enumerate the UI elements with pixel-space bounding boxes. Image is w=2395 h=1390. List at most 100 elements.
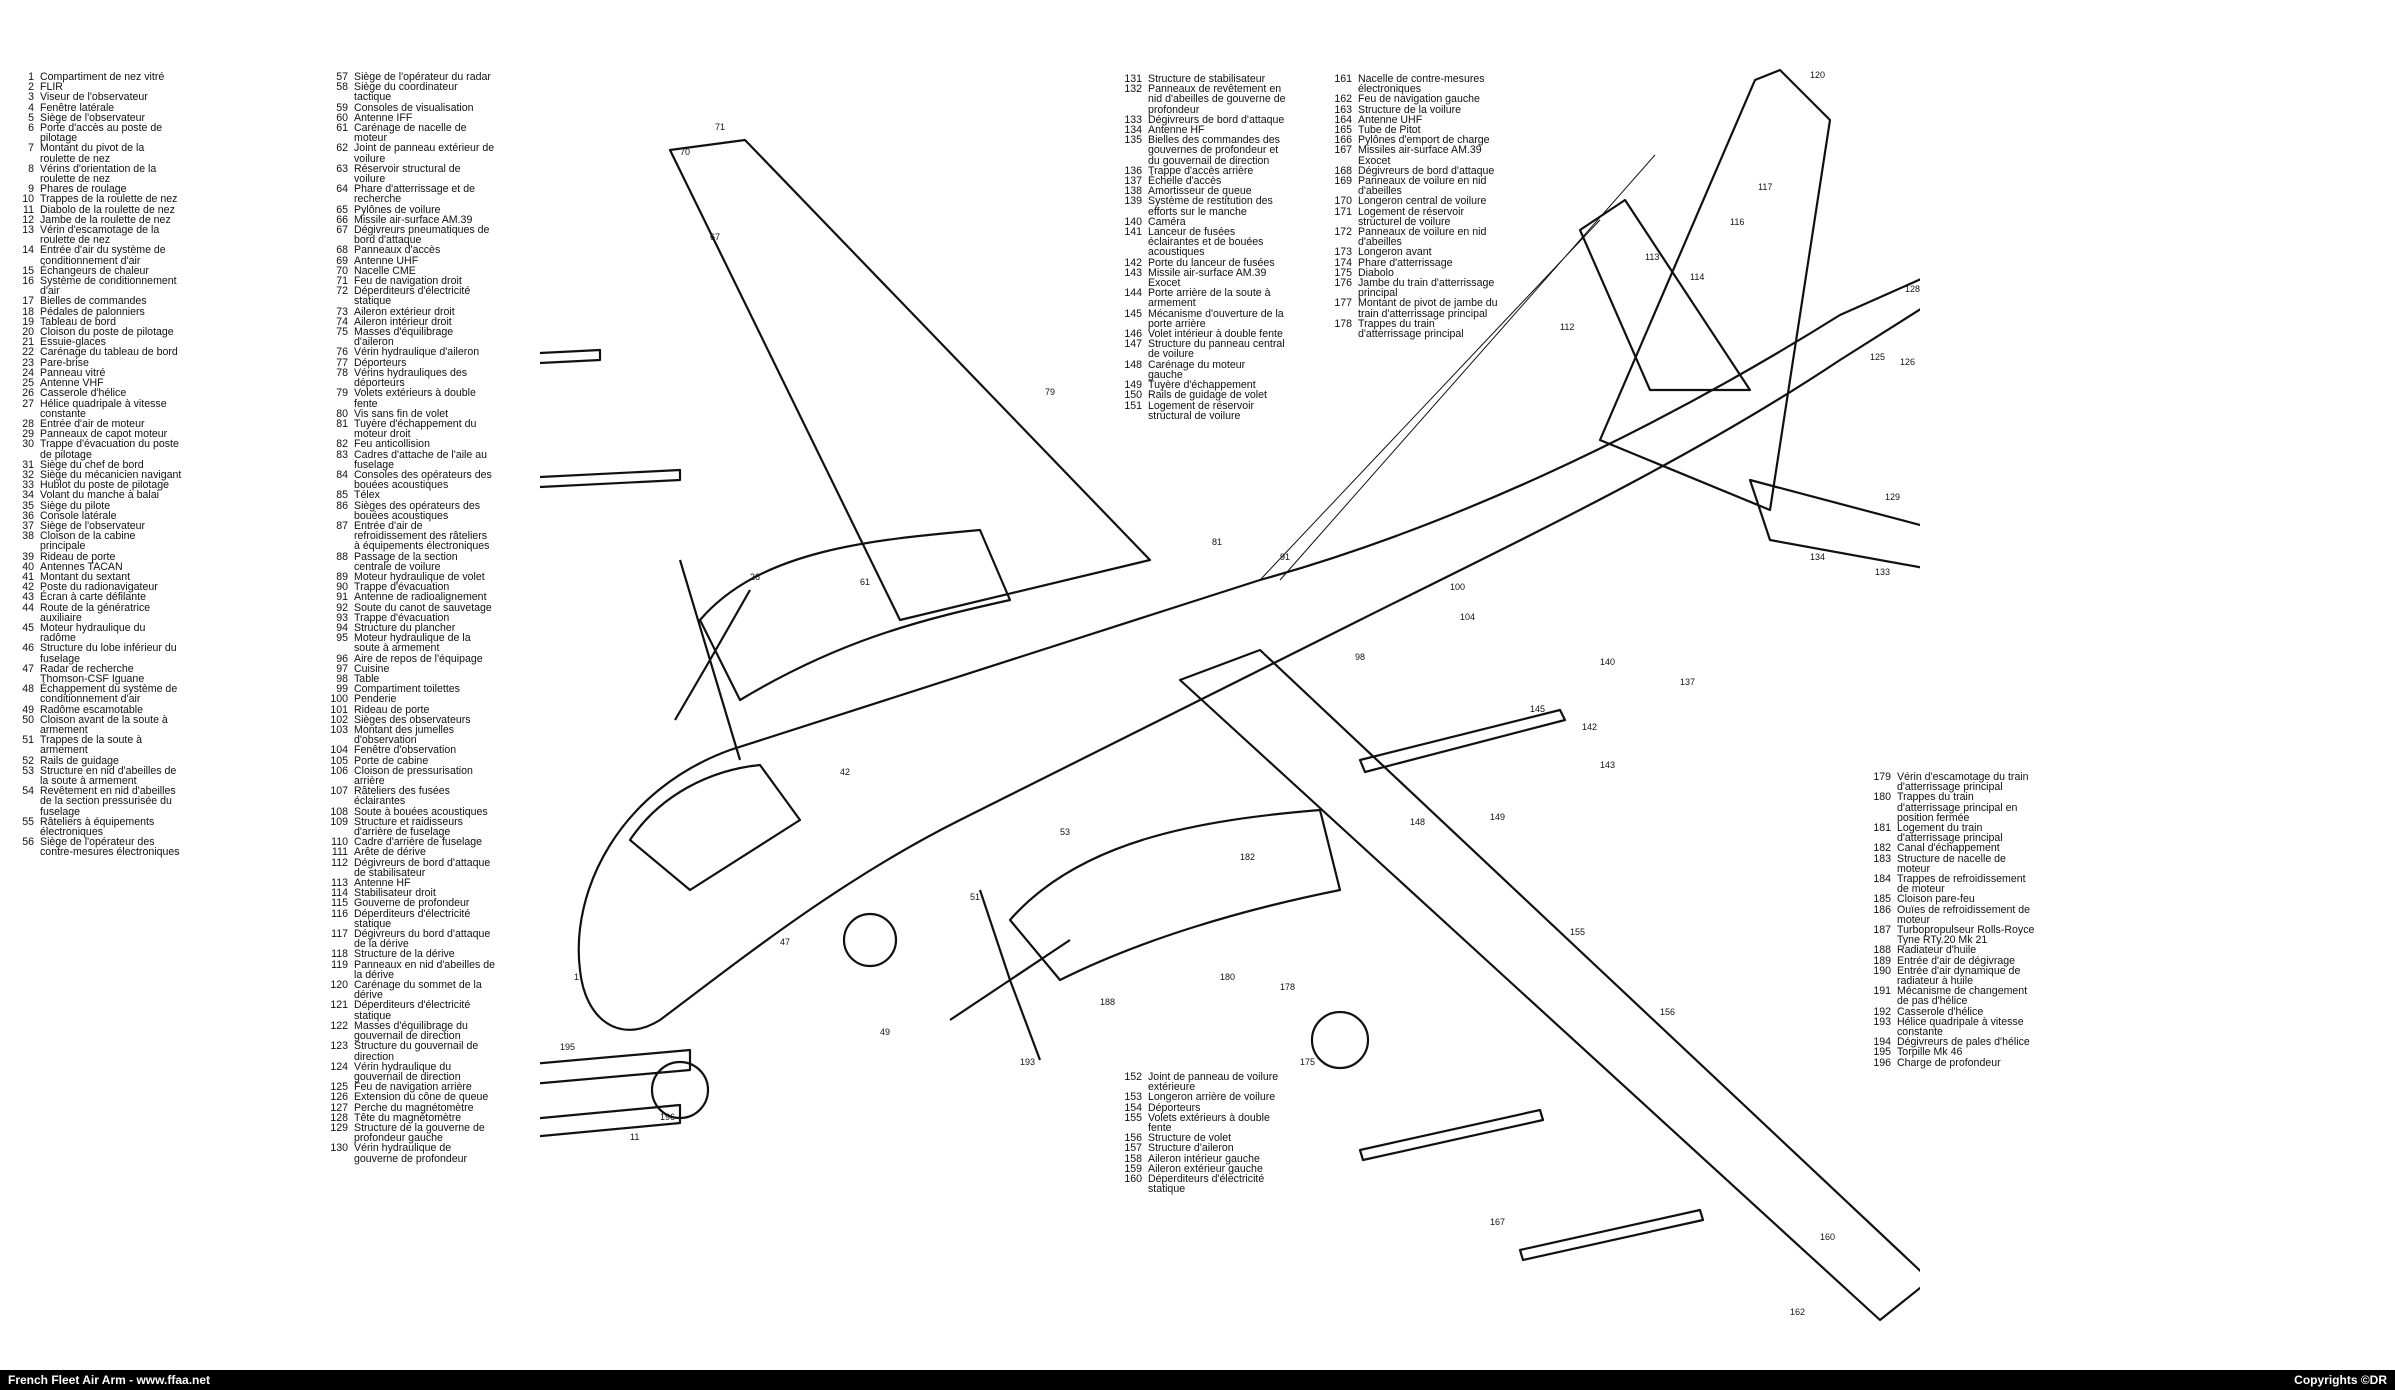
legend-item-number: 42 [22, 581, 34, 594]
legend-item-label: Antenne de radioalignement [354, 591, 487, 604]
legend-item-number: 55 [22, 815, 34, 828]
callout-104: 104 [1460, 612, 1475, 622]
legend-item-number: 21 [22, 336, 34, 349]
legend-item-label: Entrée d'air du système de conditionneme… [40, 244, 166, 267]
callout-149: 149 [1490, 812, 1505, 822]
legend-item-number: 71 [336, 275, 348, 288]
legend-item-label: Feu de navigation gauche [1358, 93, 1480, 106]
callout-42: 42 [840, 767, 850, 777]
legend-item-label: Torpille Mk 46 [1897, 1046, 1963, 1059]
legend-item-number: 86 [336, 499, 348, 512]
legend-item-label: Diabolo de la roulette de nez [40, 203, 175, 216]
legend-item-number: 2 [28, 81, 34, 94]
legend-item-label: Lanceur de fusées éclairantes et de boué… [1148, 226, 1264, 259]
legend-item-label: Dégivreurs de bord d'attaque de stabilis… [354, 856, 491, 879]
legend-item-label: Structure de la gouverne de profondeur g… [354, 1121, 485, 1145]
legend-item-number: 108 [330, 805, 348, 818]
legend-item-number: 128 [330, 1111, 348, 1124]
legend-item-number: 158 [1124, 1152, 1142, 1165]
legend-item-number: 110 [331, 836, 348, 849]
legend-item-label: Carénage du sommet de la dérive [354, 979, 482, 1002]
callout-81: 81 [1212, 537, 1222, 547]
legend-item-number: 154 [1124, 1101, 1142, 1114]
legend-item-label: Cloison de la cabine principale [40, 530, 136, 553]
legend-item-label: Cadres d'attache de l'aile au fuselage [354, 448, 488, 471]
callout-51: 51 [970, 892, 980, 902]
legend-item-number: 25 [22, 377, 34, 390]
callout-47: 47 [780, 937, 790, 947]
legend-item-number: 167 [1334, 144, 1352, 157]
legend-item-label: Porte du lanceur de fusées [1148, 256, 1275, 269]
missile-right-wing-1 [540, 348, 602, 365]
legend-item-label: Jambe du train d'atterrissage principal [1358, 277, 1495, 300]
legend-item-number: 52 [22, 754, 34, 767]
legend-item-label: Cloison pare-feu [1897, 893, 1975, 906]
legend-item-number: 68 [336, 244, 348, 257]
legend-item-number: 145 [1124, 307, 1142, 320]
legend-item-label: Ouïes de refroidissement de moteur [1897, 903, 2031, 926]
legend-item-label: Aileron intérieur droit [354, 315, 452, 328]
legend-item-number: 117 [331, 928, 348, 941]
callout-134: 134 [1810, 552, 1825, 562]
legend-item-number: 1 [28, 71, 34, 83]
legend-item-number: 129 [330, 1121, 348, 1134]
legend-item-label: Fenêtre d'observation [354, 744, 457, 757]
legend-item-label: Trappes du train d'atterrissage principa… [1897, 791, 2018, 824]
legend-item-label: Tuyère d'échappement du moteur droit [354, 417, 477, 441]
legend-item-number: 88 [336, 550, 348, 563]
legend-item-label: Structure de la dérive [354, 948, 455, 961]
legend-item-number: 173 [1334, 246, 1352, 259]
legend-item-number: 19 [22, 315, 34, 328]
legend-item-number: 58 [336, 81, 348, 94]
legend-item-number: 156 [1124, 1132, 1142, 1145]
legend-item-label: Pylônes d'emport de charge [1358, 134, 1490, 147]
legend-item-number: 146 [1124, 328, 1142, 341]
legend-item-label: Entrée d'air dynamique de radiateur à hu… [1897, 964, 2021, 988]
legend-item-label: Trappes de la soute à armement [40, 734, 143, 757]
legend-item-number: 69 [336, 254, 348, 267]
callout-11: 11 [630, 1132, 639, 1142]
legend-item-label: Rideau de porte [354, 703, 430, 716]
legend-item-label: Structure du gouvernail de direction [354, 1040, 479, 1063]
legend-item-number: 179 [1873, 771, 1891, 783]
legend-item-number: 80 [336, 407, 348, 420]
legend-item-label: Moteur hydraulique de la soute à armemen… [354, 632, 471, 655]
legend-item-number: 188 [1873, 944, 1891, 957]
legend-item-label: Vérins d'orientation de la roulette de n… [40, 162, 157, 186]
legend-item-label: Vérin d'escamotage du train d'atterrissa… [1897, 771, 2029, 794]
legend-item-label: Râteliers à équipements électroniques [40, 815, 155, 839]
legend-item-number: 185 [1873, 893, 1891, 906]
legend-item-number: 176 [1334, 277, 1352, 290]
callout-178: 178 [1280, 982, 1295, 992]
legend-item-number: 94 [336, 621, 348, 634]
